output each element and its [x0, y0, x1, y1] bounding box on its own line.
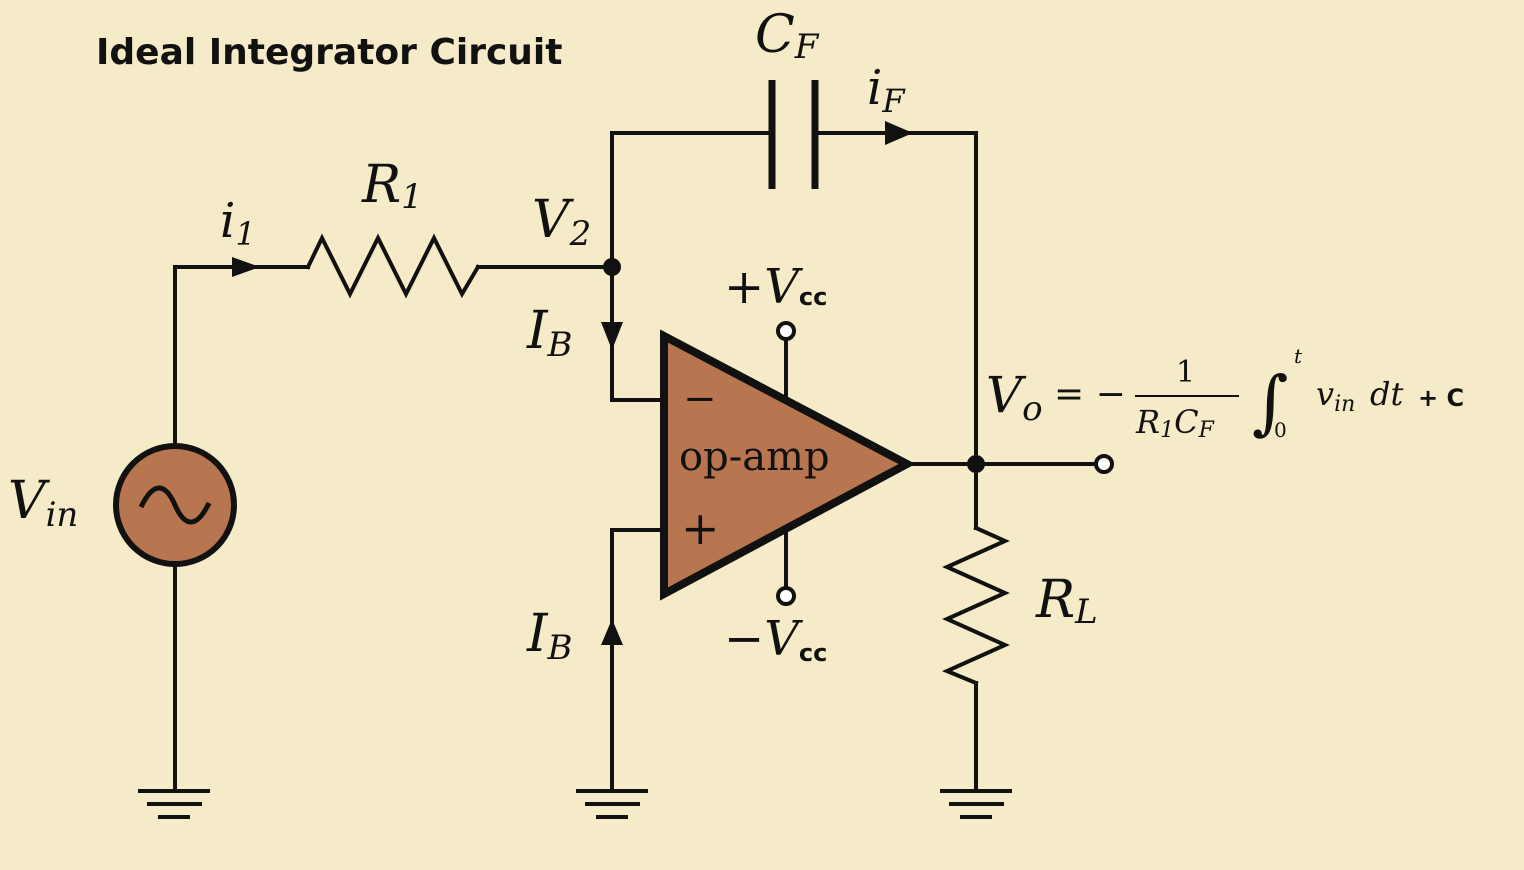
node-output-dot: [967, 455, 985, 473]
formula-constant: + C: [1418, 384, 1464, 412]
arrow-ib-top-icon: [601, 322, 623, 350]
ground-noninverting-icon: [576, 789, 648, 819]
wire-noninverting-input: [610, 528, 666, 792]
formula-integrand: vin: [1316, 375, 1355, 417]
ground-load-icon: [940, 789, 1012, 819]
label-v2: V2: [532, 190, 591, 254]
formula-lower-limit: 0: [1274, 418, 1287, 442]
wire-feedback-left: [610, 131, 774, 269]
label-cf: CF: [755, 5, 820, 67]
opamp-label: op-amp: [679, 434, 830, 480]
label-vcc-neg: −Vcc: [724, 611, 827, 667]
resistor-rl-icon: [941, 525, 1010, 686]
wire-inverting-input: [610, 265, 666, 402]
output-formula: Vo = − 1 R1CF ∫ t 0 vin dt + C: [986, 344, 1464, 443]
label-rl: RL: [1035, 570, 1098, 632]
formula-integral-sign: ∫: [1252, 361, 1288, 443]
output-terminal-icon: [1094, 454, 1114, 474]
arrow-i1-icon: [232, 257, 260, 277]
formula-numerator: 1: [1176, 355, 1195, 390]
diagram-title: Ideal Integrator Circuit: [96, 32, 562, 73]
label-i1: i1: [220, 193, 256, 253]
circuit-wires: [173, 131, 1098, 792]
label-vin: Vin: [8, 471, 78, 535]
arrow-ib-bottom-icon: [601, 619, 623, 645]
vcc-neg-terminal-icon: [776, 586, 796, 606]
opamp-minus-label: −: [683, 376, 717, 422]
capacitor-cf-icon: [768, 80, 819, 189]
vcc-pos-terminal-icon: [776, 321, 796, 341]
formula-lhs: Vo: [986, 366, 1043, 429]
formula-dt: dt: [1370, 375, 1403, 413]
opamp-icon: [660, 329, 916, 601]
ground-input-icon: [138, 789, 210, 819]
opamp-plus-label: +: [681, 501, 720, 555]
label-ib-bottom: IB: [526, 604, 573, 668]
label-vcc-pos: +Vcc: [724, 259, 827, 315]
ac-source-icon: [113, 443, 237, 567]
node-v2-dot: [603, 258, 621, 276]
label-if: iF: [867, 60, 906, 120]
wire-input-top: [173, 265, 310, 451]
label-r1: R1: [361, 155, 423, 217]
arrow-if-icon: [885, 121, 913, 145]
resistor-r1-icon: [305, 233, 481, 299]
formula-equals: = −: [1054, 374, 1126, 415]
label-ib-top: IB: [526, 301, 573, 365]
formula-upper-limit: t: [1294, 344, 1303, 368]
formula-denominator: R1CF: [1135, 403, 1215, 443]
wire-feedback-right: [813, 131, 978, 466]
